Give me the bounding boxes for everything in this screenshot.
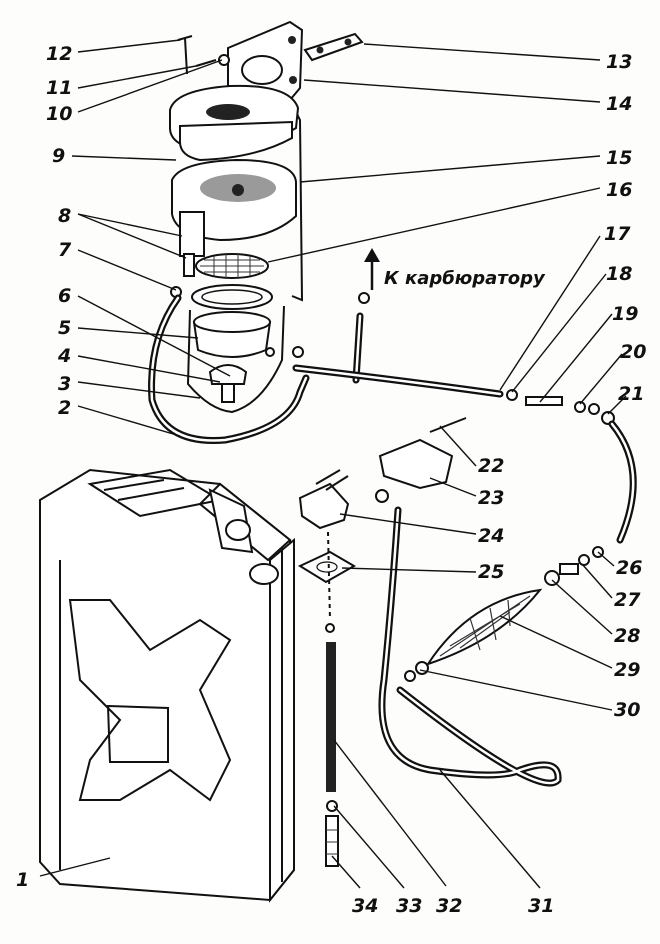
cap-clip: [378, 438, 454, 490]
callout-18: 18: [606, 263, 632, 285]
callout-33: 33: [396, 895, 422, 917]
callout-21: 21: [618, 383, 644, 405]
destination-label: К карбюратору: [384, 268, 546, 289]
jerrycan: [39, 468, 296, 903]
callout-23: 23: [478, 487, 504, 509]
callout-29: 29: [614, 659, 640, 681]
bowl-stirrup: [186, 305, 285, 414]
callout-10: 10: [46, 103, 72, 125]
callout-4: 4: [57, 345, 71, 367]
callout-28: 28: [614, 625, 640, 647]
callout-1: 1: [16, 869, 29, 891]
callout-12: 12: [46, 43, 72, 65]
callout-6: 6: [58, 285, 71, 307]
clamp-plate: [303, 32, 364, 62]
callout-19: 19: [612, 303, 638, 325]
callout-14: 14: [606, 93, 632, 115]
callout-34: 34: [352, 895, 378, 917]
callout-22: 22: [478, 455, 504, 477]
cap-assembly: [297, 417, 467, 867]
callout-3: 3: [58, 373, 71, 395]
cover-flange: [179, 120, 293, 162]
callout-16: 16: [606, 179, 632, 201]
callout-2: 2: [58, 397, 71, 419]
x-embossing: [68, 599, 232, 802]
callout-31: 31: [528, 895, 554, 917]
leader-lines: [39, 39, 627, 889]
callout-25: 25: [478, 561, 504, 583]
callout-8: 8: [58, 205, 71, 227]
callout-9: 9: [52, 145, 65, 167]
callout-numbers: 1 2 3 4 5 6 7 8 9 10 11 12 13 14 15 16 1…: [16, 43, 646, 917]
screw: [195, 59, 217, 67]
callout-30: 30: [614, 699, 640, 721]
intake-strainer: [325, 815, 339, 867]
fuel-hoses: [148, 294, 637, 787]
filter-neck: [179, 211, 205, 257]
callout-24: 24: [478, 525, 504, 547]
callout-27: 27: [614, 589, 641, 611]
filter-assembly: [169, 20, 370, 414]
callout-32: 32: [436, 895, 462, 917]
callout-13: 13: [606, 51, 632, 73]
bracket-neck: [241, 55, 283, 85]
callout-17: 17: [604, 223, 631, 245]
carburettor-direction: К карбюратору: [364, 248, 546, 290]
callout-7: 7: [58, 239, 72, 261]
callout-15: 15: [606, 147, 632, 169]
callout-26: 26: [616, 557, 642, 579]
callout-20: 20: [620, 341, 646, 363]
callout-5: 5: [58, 317, 71, 339]
cap-tee: [298, 482, 350, 530]
callout-11: 11: [46, 77, 72, 99]
